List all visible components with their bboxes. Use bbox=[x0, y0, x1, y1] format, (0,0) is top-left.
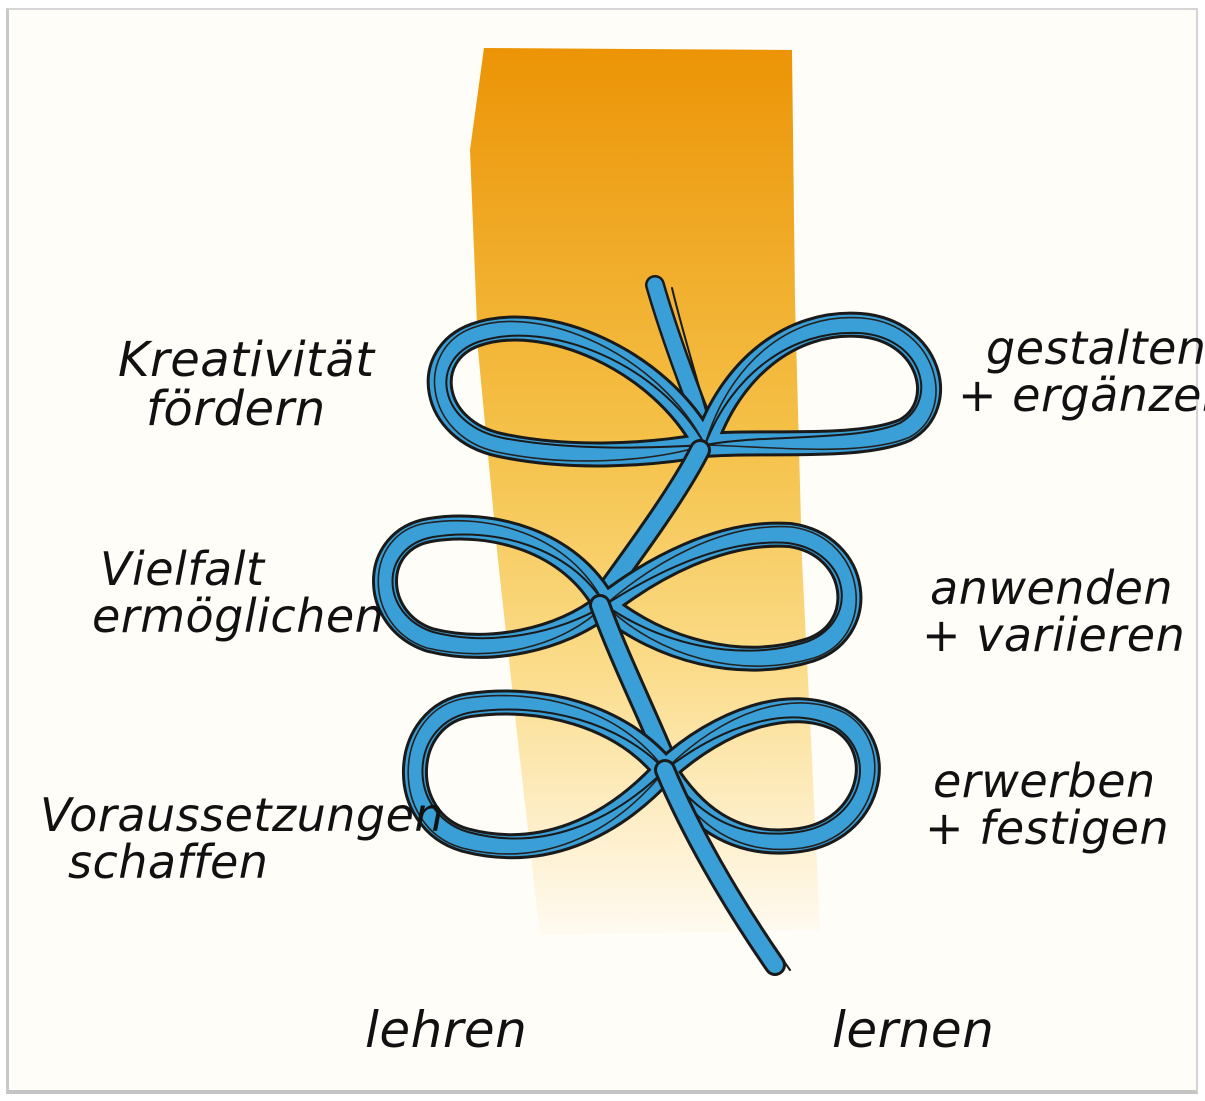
label-line: schaffen bbox=[68, 834, 269, 889]
label-line: + ergänzen bbox=[958, 367, 1205, 422]
label-voraussetzungen-schaffen: Voraussetzungen schaffen bbox=[40, 792, 444, 886]
label-lernen: lernen bbox=[832, 1001, 995, 1059]
label-line: erwerben bbox=[933, 754, 1156, 808]
label-lehren: lehren bbox=[365, 1001, 528, 1059]
label-kreativitaet-foerdern: Kreativität fördern bbox=[118, 336, 375, 434]
label-vielfalt-ermoeglichen: Vielfalt ermöglichen bbox=[92, 546, 384, 640]
label-erwerben-festigen: erwerben + festigen bbox=[925, 758, 1169, 852]
label-line: fördern bbox=[146, 380, 326, 437]
label-anwenden-variieren: anwenden + variieren bbox=[922, 565, 1185, 659]
label-gestalten-ergaenzen: gestalten + ergänzen bbox=[958, 325, 1205, 419]
label-line: Kreativität bbox=[118, 332, 375, 388]
label-line: ermöglichen bbox=[92, 588, 385, 643]
ribbon-tail bbox=[654, 759, 791, 976]
label-line: Vielfalt bbox=[100, 542, 265, 596]
label-line: anwenden bbox=[930, 561, 1174, 615]
label-line: gestalten bbox=[986, 321, 1205, 375]
label-line: Voraussetzungen bbox=[40, 788, 445, 842]
label-line: + variieren bbox=[922, 607, 1186, 662]
ribbon-strand-middle bbox=[589, 439, 711, 611]
label-line: + festigen bbox=[925, 800, 1170, 855]
